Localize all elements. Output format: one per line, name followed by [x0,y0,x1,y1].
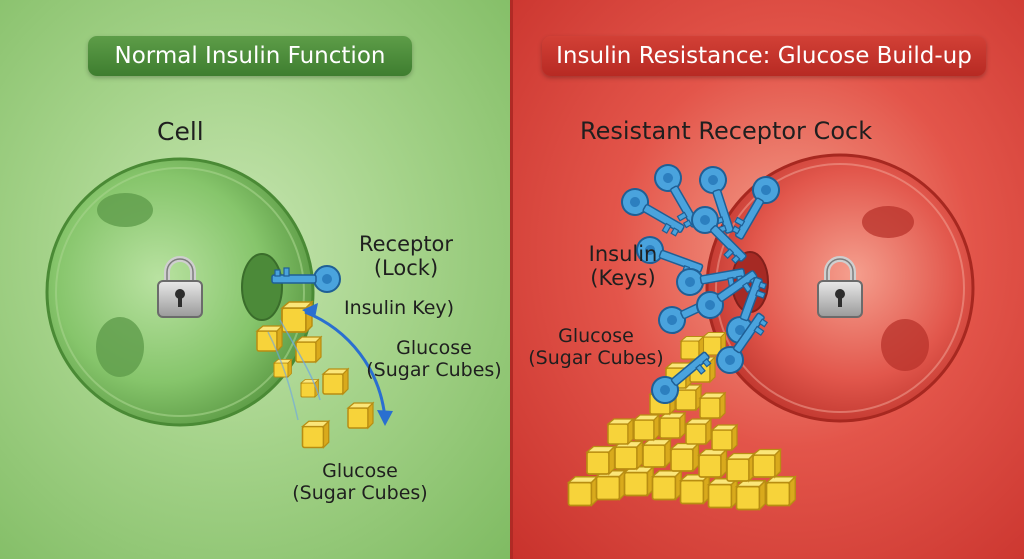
glucose-label-right: Glucose (Sugar Cubes) [526,325,666,370]
glucose-label-mid: Glucose (Sugar Cubes) [364,337,504,382]
glucose-label-right-line1: Glucose [558,325,634,347]
receptor-label-text: Receptor [358,232,454,256]
glucose-label-mid-line1: Glucose [396,337,472,359]
insulin-keys-label-line1: Insulin [588,242,658,266]
glucose-label-mid-line2: (Sugar Cubes) [366,358,502,381]
glucose-label-bottom: Glucose (Sugar Cubes) [290,460,430,505]
insulin-key-label: Insulin Key) [344,297,455,319]
cell-label: Cell [157,117,204,146]
resistance-title: Insulin Resistance: Glucose Build-up [542,36,986,76]
glucose-label-bottom-line1: Glucose [322,460,398,482]
receptor-lock-text: (Lock) [373,256,439,281]
resistant-receptor-label: Resistant Receptor Cock [580,117,873,145]
receptor-label: Receptor (Lock) [346,232,466,280]
insulin-keys-label: Insulin (Keys) [578,242,668,290]
glucose-label-bottom-line2: (Sugar Cubes) [292,481,428,504]
arrow-icon [267,303,393,426]
normal-function-title: Normal Insulin Function [88,36,412,76]
panel-divider [510,0,513,559]
insulin-keys-label-line2: (Keys) [590,266,656,291]
glucose-label-right-line2: (Sugar Cubes) [528,346,664,369]
